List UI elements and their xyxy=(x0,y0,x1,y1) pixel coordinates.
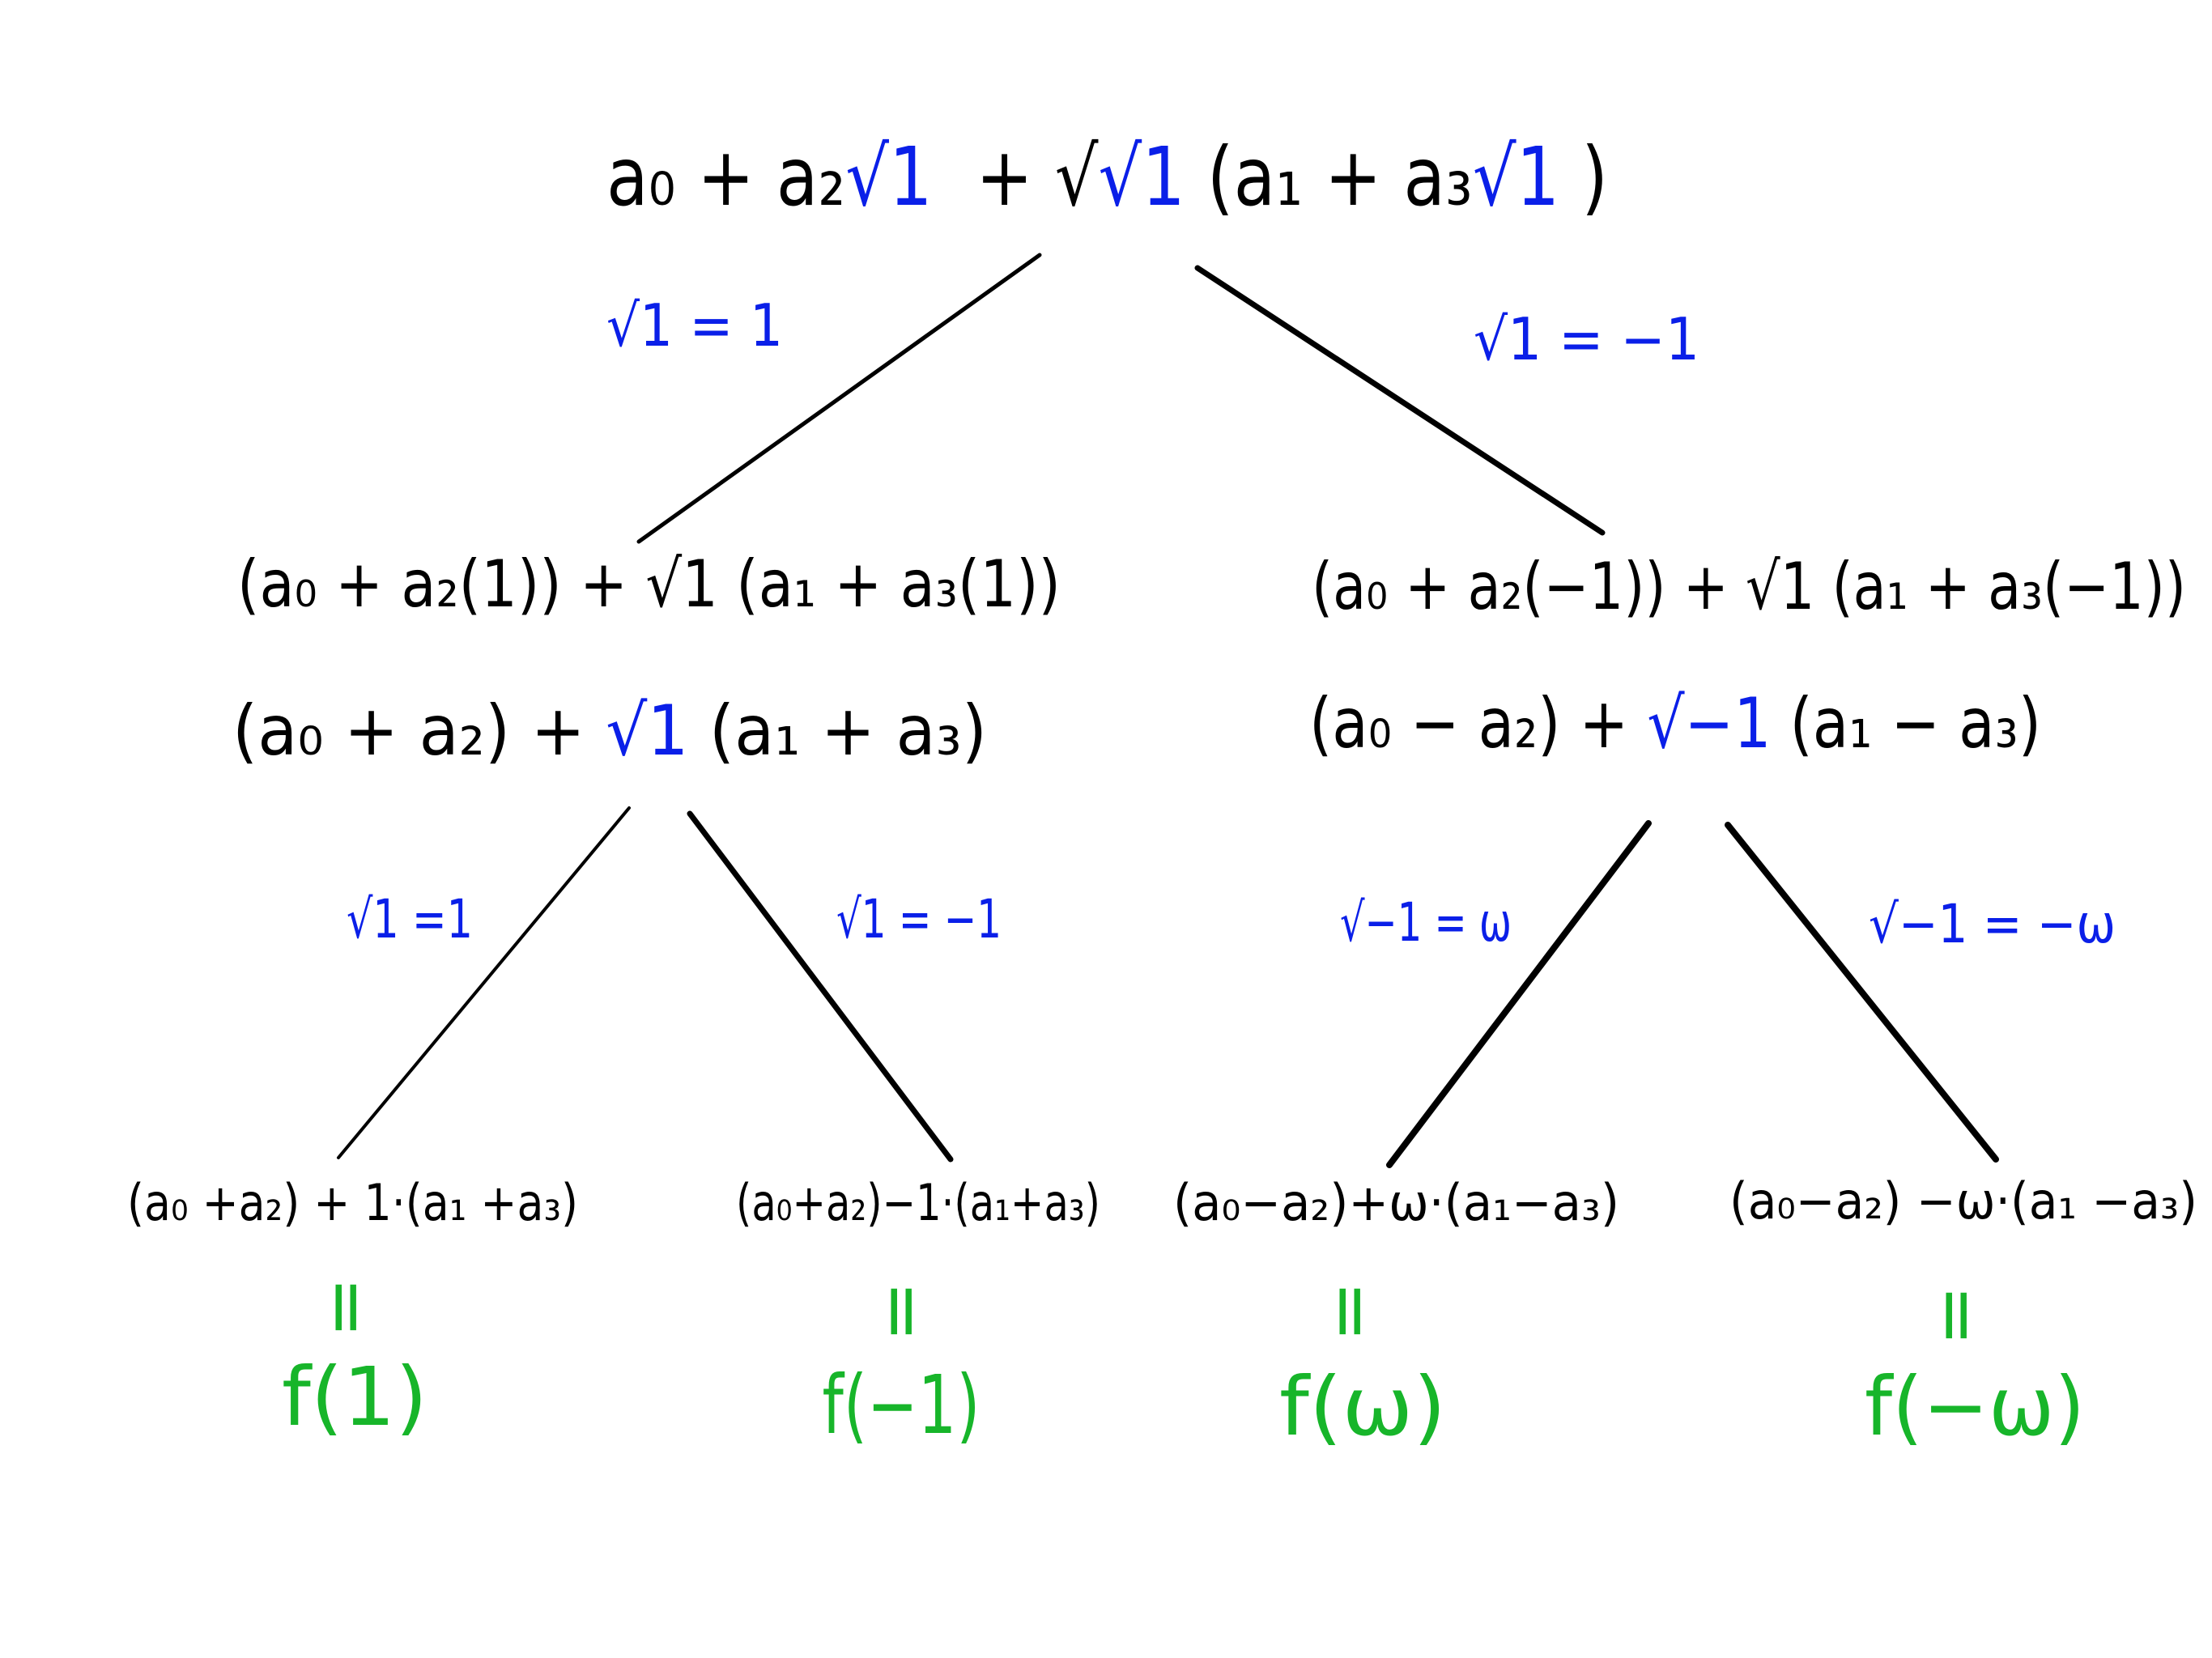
leaf-expression: (a₀−a₂) −ω·(a₁ −a₃) xyxy=(1729,1171,2197,1231)
root-expression: a₀ + a₂√1 + √√1 (a₁ + a₃√1 ) xyxy=(606,130,1608,224)
expression-segment: (a₀ − a₂) + xyxy=(1309,683,1647,764)
edge-label-left: √1 = 1 xyxy=(606,291,783,359)
edge-right-right xyxy=(1725,822,1999,1163)
expression-segment: (a₁ + a₃ xyxy=(1185,130,1473,224)
substituted-root-term: √1 xyxy=(1473,130,1559,224)
edge-root-left xyxy=(636,253,1042,544)
leaf-value: f(1) xyxy=(282,1350,428,1444)
edge-label-right: √1 = −1 xyxy=(1474,305,1699,373)
leaf-f-1: (a₀ +a₂) + 1·(a₁ +a₃) = f(1) xyxy=(127,1173,578,1444)
equals-sign: = xyxy=(861,1281,946,1341)
leaf-value: f(−1) xyxy=(823,1358,981,1452)
leaf-f-neg-1: (a₀+a₂)−1·(a₁+a₃) = f(−1) xyxy=(736,1173,1100,1452)
leaf-f-neg-omega: (a₀−a₂) −ω·(a₁ −a₃) = f(−ω) xyxy=(1729,1171,2197,1454)
leaf-value: f(ω) xyxy=(1279,1359,1446,1454)
substituted-root-term: √1 xyxy=(845,130,932,224)
leaf-expression: (a₀+a₂)−1·(a₁+a₃) xyxy=(736,1173,1100,1232)
edge-left-left xyxy=(337,806,631,1159)
right-node-simplified: (a₀ − a₂) + √−1 (a₁ − a₃) xyxy=(1309,683,2041,764)
edge-label-left-right: √1 = −1 xyxy=(836,888,1002,950)
substituted-root-term: √1 xyxy=(606,691,688,772)
leaf-f-omega: (a₀−a₂)+ω·(a₁−a₃) = f(ω) xyxy=(1173,1173,1619,1454)
edge-label-right-left: √−1 = ω xyxy=(1340,891,1512,954)
equals-sign: = xyxy=(1916,1285,2001,1346)
expression-segment: a₀ + a₂ xyxy=(606,130,845,224)
edge-left-right xyxy=(687,810,954,1163)
substituted-root-term: √−1 xyxy=(1647,683,1771,764)
left-node-simplified: (a₀ + a₂) + √1 (a₁ + a₃) xyxy=(232,691,987,772)
expression-segment: ) xyxy=(1559,130,1608,224)
edge-label-right-right: √−1 = −ω xyxy=(1869,893,2116,955)
edge-root-right xyxy=(1194,265,1606,536)
leaf-value: f(−ω) xyxy=(1865,1359,2085,1454)
equals-sign: = xyxy=(305,1277,390,1337)
expression-segment: (a₁ + a₃) xyxy=(688,691,987,772)
edge-right-left xyxy=(1386,820,1652,1168)
left-node-expanded: (a₀ + a₂(1)) + √1 (a₁ + a₃(1)) xyxy=(237,546,1061,622)
equals-sign: = xyxy=(1309,1281,1394,1341)
substituted-root-term: √1 xyxy=(1099,130,1185,224)
right-node-expanded: (a₀ + a₂(−1)) + √1 (a₁ + a₃(−1)) xyxy=(1312,549,2186,624)
leaf-expression: (a₀ +a₂) + 1·(a₁ +a₃) xyxy=(127,1173,578,1232)
expression-segment: (a₁ − a₃) xyxy=(1771,683,2041,764)
expression-segment: (a₀ + a₂) + xyxy=(232,691,606,772)
expression-segment: + √ xyxy=(933,130,1099,224)
leaf-expression: (a₀−a₂)+ω·(a₁−a₃) xyxy=(1173,1173,1619,1232)
edge-label-left-left: √1 =1 xyxy=(347,888,473,950)
